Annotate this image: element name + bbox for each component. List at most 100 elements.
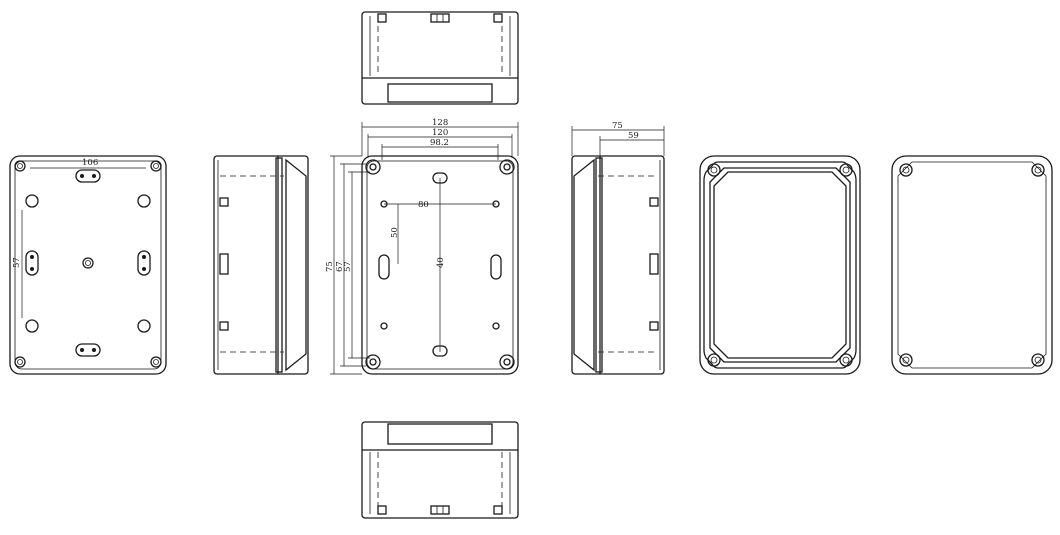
- front-slot-right: [490, 254, 502, 280]
- bottom-view-tab-right: [493, 505, 503, 515]
- base-screw-icon: [153, 359, 159, 365]
- top-view-tab-center: [430, 13, 450, 23]
- left-side-outline: [213, 155, 309, 375]
- front-screw-icon: [499, 159, 515, 175]
- front-screw-icon: [365, 354, 381, 370]
- lid-corner-screw-icon: [839, 163, 853, 177]
- base-slot-dot: [30, 267, 34, 271]
- right-75-dim: 75: [612, 121, 623, 131]
- front-slot-left: [378, 254, 390, 280]
- bottom-view: [361, 421, 519, 519]
- front-80-dim: 80: [418, 200, 429, 210]
- front-57-dim: 57: [343, 261, 353, 272]
- base-slot-top: [75, 169, 101, 183]
- front-screw-icon: [503, 358, 511, 366]
- lid-outside-screw-icon: [899, 163, 913, 177]
- bottom-view-lid-recess: [387, 423, 493, 445]
- base-screw-icon: [17, 359, 23, 365]
- left-side-gasket: [275, 157, 283, 373]
- left-side-tab: [219, 321, 229, 331]
- bottom-view-outline: [361, 421, 519, 519]
- base-center-hole-icon: [85, 260, 91, 266]
- base-hole-icon: [25, 319, 39, 333]
- front-view-inner: [366, 160, 514, 370]
- front-screw-icon: [369, 358, 377, 366]
- lid-outside-outer: [891, 155, 1053, 375]
- right-side-tab: [649, 253, 659, 275]
- lid-corner-screw-icon: [707, 163, 721, 177]
- left-side-lid-profile: [285, 158, 307, 372]
- front-view-outer: [361, 155, 519, 375]
- left-side-tab: [219, 197, 229, 207]
- base-slot-dot: [30, 255, 34, 259]
- base-screw-icon: [150, 356, 162, 368]
- lid-corner-screw-icon: [707, 353, 721, 367]
- base-screw-icon: [17, 163, 23, 169]
- front-hole-icon: [380, 322, 388, 330]
- lid-outside-rim: [897, 161, 1047, 369]
- right-side-lid-profile: [573, 158, 595, 372]
- base-width-dim: 106: [82, 158, 98, 168]
- bottom-view-tab-left: [377, 505, 387, 515]
- top-view-tab-right: [493, 13, 503, 23]
- right-side-view: 75 59: [571, 121, 665, 375]
- base-center-hole-icon: [82, 257, 94, 269]
- lid-inside-outer: [699, 155, 861, 375]
- base-slot-dot: [142, 255, 146, 259]
- base-height-dim: 57: [12, 257, 22, 268]
- top-view-tab-left: [377, 13, 387, 23]
- lid-inside-gasket: [709, 167, 851, 363]
- base-view-outer: [9, 155, 167, 375]
- right-side-tab: [649, 197, 659, 207]
- lid-outside-screw-icon: [1031, 163, 1045, 177]
- front-screw-icon: [369, 163, 377, 171]
- base-slot-dot: [80, 348, 84, 352]
- base-hole-icon: [137, 194, 151, 208]
- base-screw-icon: [150, 160, 162, 172]
- base-view-inner: [14, 160, 162, 370]
- front-hole-icon: [492, 322, 500, 330]
- right-side-outline: [571, 155, 665, 375]
- base-view: 106 57: [9, 155, 167, 375]
- right-side-gasket: [595, 157, 603, 373]
- top-view: [361, 11, 519, 105]
- lid-inside-view: [699, 155, 861, 375]
- lid-outside-screw-icon: [1031, 353, 1045, 367]
- lid-outside-screw-icon: [899, 353, 913, 367]
- base-slot-dot: [142, 267, 146, 271]
- bottom-view-tab-center: [430, 505, 450, 515]
- lid-inside-gasket-inner: [713, 171, 847, 359]
- front-67-dim: 67: [335, 261, 345, 272]
- lid-corner-screw-icon: [839, 353, 853, 367]
- base-slot-dot: [80, 174, 84, 178]
- top-view-lid-recess: [387, 83, 493, 103]
- front-screw-icon: [503, 163, 511, 171]
- left-side-tab: [219, 253, 229, 275]
- front-screw-icon: [365, 159, 381, 175]
- front-98-dim: 98.2: [430, 138, 449, 148]
- front-center-dim: 40: [436, 257, 446, 268]
- lid-outside-view: [891, 155, 1053, 375]
- front-75-dim: 75: [325, 261, 335, 272]
- base-screw-icon: [153, 163, 159, 169]
- base-slot-right: [137, 250, 151, 276]
- base-slot-left: [25, 250, 39, 276]
- right-side-tab: [649, 321, 659, 331]
- front-screw-icon: [499, 354, 515, 370]
- right-59-dim: 59: [628, 131, 639, 141]
- base-hole-icon: [25, 194, 39, 208]
- base-slot-bottom: [75, 343, 101, 357]
- base-slot-dot: [92, 174, 96, 178]
- left-side-view: [213, 155, 309, 375]
- base-screw-icon: [14, 356, 26, 368]
- front-50-dim: 50: [390, 227, 400, 238]
- front-128-dim: 128: [432, 118, 448, 128]
- front-120-dim: 120: [432, 128, 448, 138]
- base-screw-icon: [14, 160, 26, 172]
- base-hole-icon: [137, 319, 151, 333]
- base-slot-dot: [92, 348, 96, 352]
- top-view-outline: [361, 11, 519, 105]
- front-view: 40 80 50 128 120 98.2 75 67 57: [325, 118, 519, 375]
